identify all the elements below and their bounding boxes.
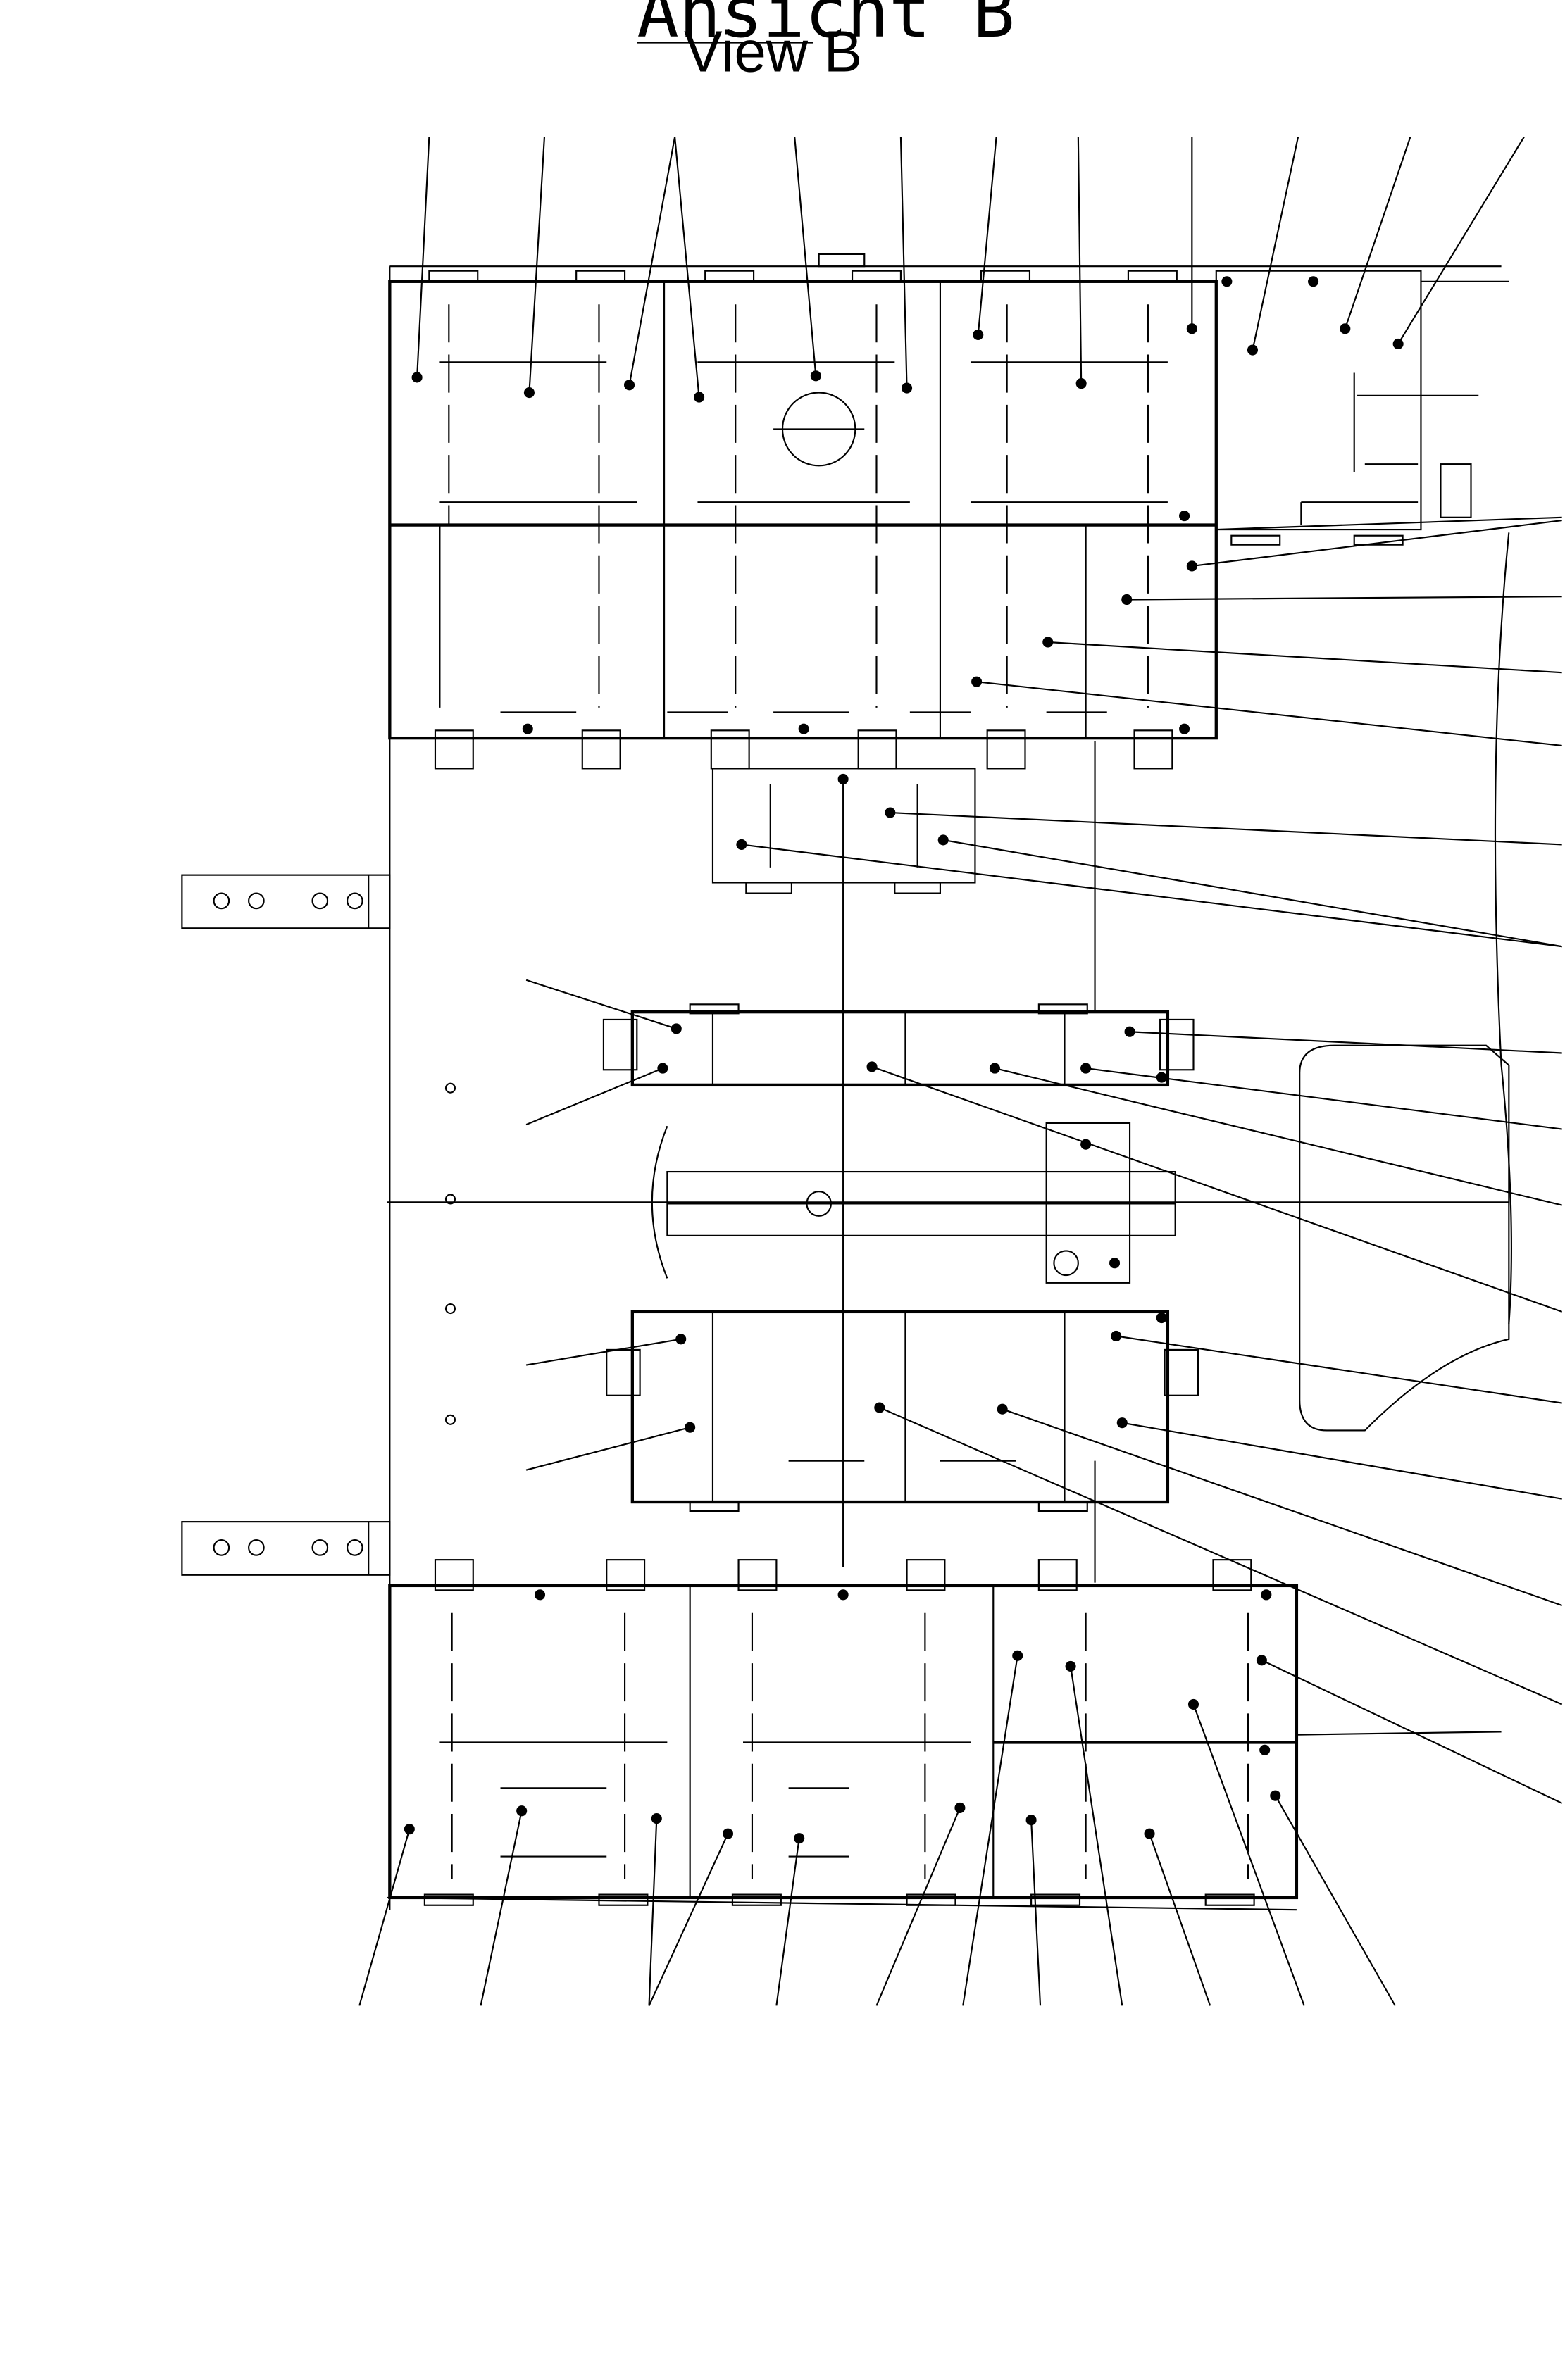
top-battery-block <box>388 280 1218 740</box>
leader-lines-right <box>741 520 1563 1804</box>
callout-dots <box>404 276 1404 1844</box>
left-plate-holes <box>444 1082 456 1425</box>
bottom-battery-block <box>387 1584 1502 1911</box>
left-bracket-bottom <box>181 1521 391 1576</box>
leader-lines-left <box>525 979 690 1471</box>
lower-mid-tray <box>606 1310 1199 1504</box>
center-guides <box>842 741 1096 1583</box>
hydraulic-cylinder <box>387 1122 1509 1284</box>
title-german: Ansicht B <box>637 0 1015 54</box>
fastener-clamps <box>423 270 1404 1906</box>
upper-mid-tray <box>602 1010 1195 1087</box>
title-english: View B <box>684 20 862 84</box>
right-cutout <box>1299 1044 1510 1432</box>
leader-lines-top <box>416 136 1525 398</box>
leader-lines-bottom <box>358 1655 1396 2006</box>
left-bracket-top <box>181 874 391 929</box>
top-right-housing <box>1215 270 1562 1324</box>
view-title: Ansicht B View B <box>637 0 1015 84</box>
